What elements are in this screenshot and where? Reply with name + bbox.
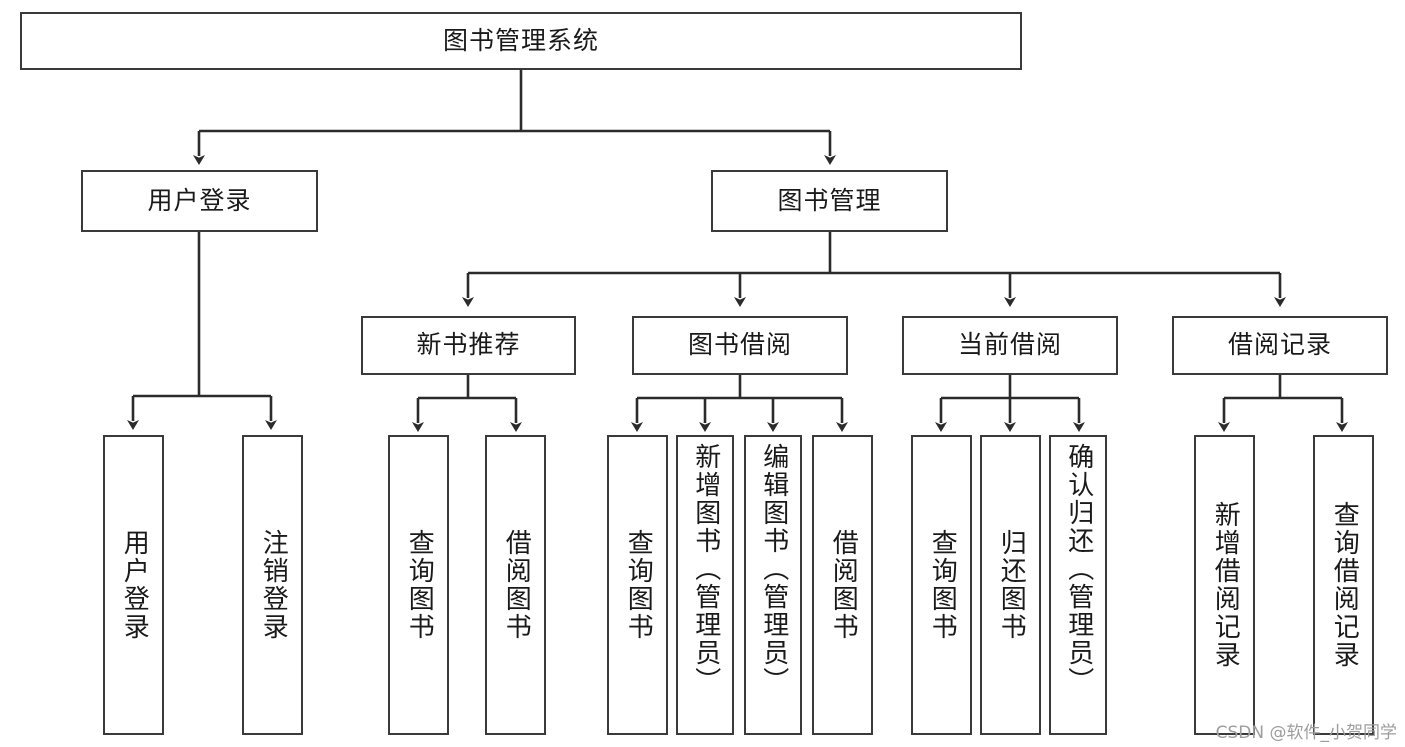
node-leaf-user-login[interactable]: 用户登录: [103, 435, 164, 735]
node-book-borrow-label: 图书借阅: [687, 330, 792, 360]
node-leaf-user-logout-label: 注销登录: [258, 529, 289, 641]
node-leaf-confirm-return-admin-label: 确认归还（管理员）: [1063, 443, 1094, 695]
node-leaf-add-borrow-record[interactable]: 新增借阅记录: [1194, 435, 1255, 735]
node-leaf-add-book-admin[interactable]: 新增图书（管理员）: [676, 435, 734, 735]
node-leaf-borrow-lend-book-label: 借阅图书: [828, 529, 859, 641]
node-book-manage[interactable]: 图书管理: [711, 170, 948, 232]
node-leaf-add-borrow-record-label: 新增借阅记录: [1210, 501, 1241, 669]
node-current-borrow[interactable]: 当前借阅: [902, 316, 1118, 375]
node-leaf-query-borrow-record-label: 查询借阅记录: [1329, 501, 1360, 669]
node-leaf-borrow-query-book[interactable]: 查询图书: [607, 435, 668, 735]
node-leaf-recommend-borrow-book[interactable]: 借阅图书: [485, 435, 546, 735]
node-leaf-current-query-book-label: 查询图书: [927, 529, 958, 641]
node-leaf-edit-book-admin[interactable]: 编辑图书（管理员）: [744, 435, 802, 735]
node-leaf-recommend-query-book[interactable]: 查询图书: [388, 435, 449, 735]
node-new-book-recommend[interactable]: 新书推荐: [361, 316, 576, 375]
node-leaf-user-logout[interactable]: 注销登录: [242, 435, 303, 735]
node-leaf-edit-book-admin-label: 编辑图书（管理员）: [758, 443, 789, 695]
node-leaf-user-login-label: 用户登录: [119, 529, 150, 641]
node-borrow-record-label: 借阅记录: [1227, 330, 1332, 360]
node-user-login[interactable]: 用户登录: [81, 170, 318, 232]
node-user-login-label: 用户登录: [147, 185, 252, 215]
node-book-manage-label: 图书管理: [777, 185, 882, 215]
node-current-borrow-label: 当前借阅: [957, 330, 1062, 360]
node-root[interactable]: 图书管理系统: [20, 12, 1022, 70]
node-leaf-return-book[interactable]: 归还图书: [980, 435, 1041, 735]
node-leaf-borrow-query-book-label: 查询图书: [623, 529, 654, 641]
node-root-label: 图书管理系统: [442, 25, 599, 55]
node-leaf-current-query-book[interactable]: 查询图书: [911, 435, 972, 735]
node-leaf-query-borrow-record[interactable]: 查询借阅记录: [1313, 435, 1374, 735]
node-book-borrow[interactable]: 图书借阅: [632, 316, 848, 375]
node-leaf-confirm-return-admin[interactable]: 确认归还（管理员）: [1049, 435, 1107, 735]
node-leaf-add-book-admin-label: 新增图书（管理员）: [690, 443, 721, 695]
node-leaf-borrow-lend-book[interactable]: 借阅图书: [812, 435, 873, 735]
node-leaf-return-book-label: 归还图书: [996, 529, 1027, 641]
node-borrow-record[interactable]: 借阅记录: [1172, 316, 1388, 375]
node-new-book-recommend-label: 新书推荐: [416, 330, 521, 360]
watermark-text: CSDN @软件_小贺同学: [1215, 723, 1397, 743]
node-leaf-recommend-borrow-book-label: 借阅图书: [501, 529, 532, 641]
node-leaf-recommend-query-book-label: 查询图书: [404, 529, 435, 641]
